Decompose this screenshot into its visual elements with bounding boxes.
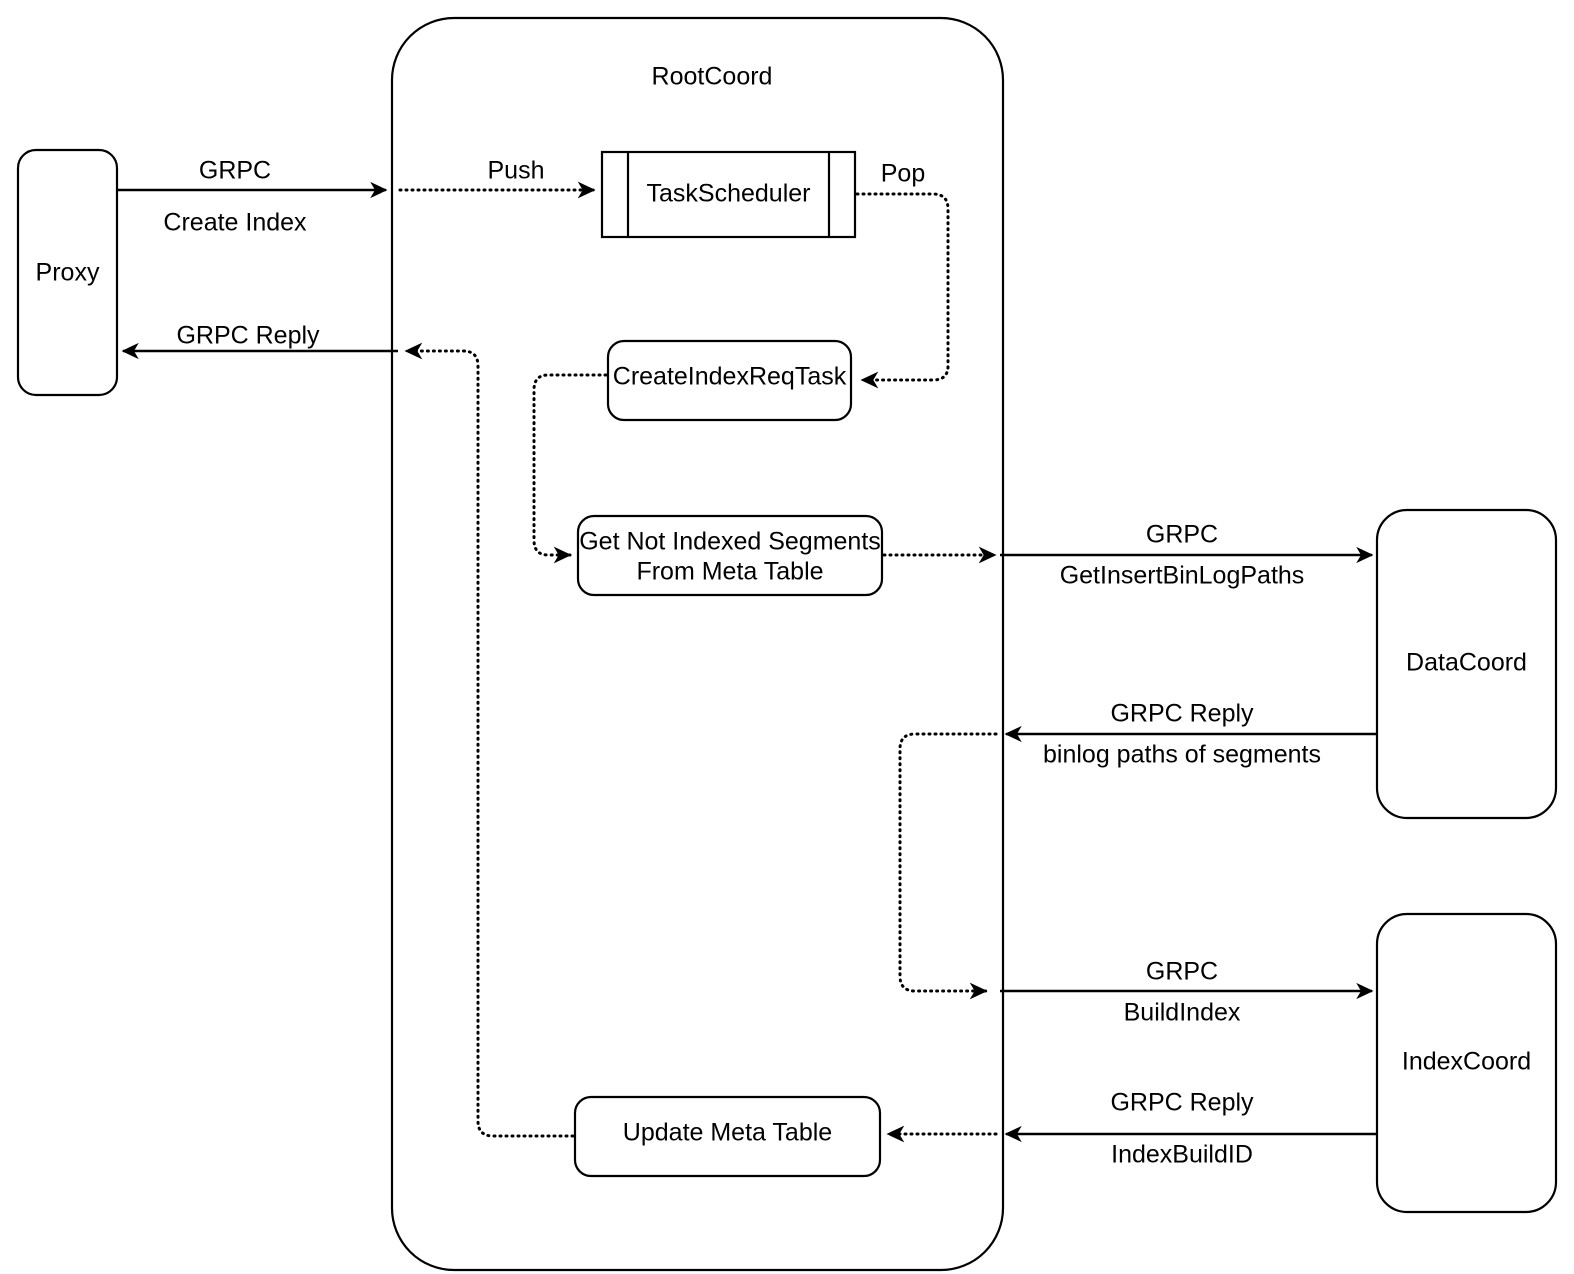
edge-internal-binlog-to-buildindex xyxy=(898,732,998,1000)
proxy-shape xyxy=(16,148,119,397)
task-scheduler-label: TaskScheduler xyxy=(647,180,811,208)
node-create-index-req-task[interactable]: CreateIndexReqTask xyxy=(606,339,853,422)
edge-indexcoord-to-rootcoord-label-1: GRPC Reply xyxy=(1110,1089,1254,1117)
node-indexcoord[interactable]: IndexCoord xyxy=(1375,912,1558,1214)
datacoord-label: DataCoord xyxy=(1406,649,1527,677)
edge-push-label: Push xyxy=(488,157,545,185)
edge-rootcoord-to-proxy: GRPC Reply xyxy=(121,322,398,360)
update-meta-table-label: Update Meta Table xyxy=(623,1119,832,1147)
node-proxy[interactable]: Proxy xyxy=(16,148,119,397)
edge-datacoord-to-rootcoord-label-1: GRPC Reply xyxy=(1110,700,1254,728)
indexcoord-shape xyxy=(1375,912,1558,1214)
edge-rootcoord-to-indexcoord: GRPC BuildIndex xyxy=(1000,958,1374,1027)
rootcoord-container[interactable]: RootCoord xyxy=(390,16,1005,1272)
edge-datacoord-to-rootcoord-label-2: binlog paths of segments xyxy=(1043,741,1321,769)
edge-task-to-get-segments xyxy=(532,373,608,564)
node-update-meta-table[interactable]: Update Meta Table xyxy=(573,1095,882,1178)
edge-pop-label: Pop xyxy=(881,160,925,188)
get-not-indexed-segments-label-line1: Get Not Indexed Segments xyxy=(579,528,881,556)
node-datacoord[interactable]: DataCoord xyxy=(1375,508,1558,820)
edge-rootcoord-to-datacoord-label-1: GRPC xyxy=(1146,521,1218,549)
proxy-label: Proxy xyxy=(36,259,100,287)
edge-pop: Pop xyxy=(855,160,950,389)
edge-push: Push xyxy=(398,157,596,199)
edge-rootcoord-to-datacoord-label-2: GetInsertBinLogPaths xyxy=(1060,562,1305,590)
edge-indexcoord-to-rootcoord: GRPC Reply IndexBuildID xyxy=(1004,1089,1377,1169)
edge-indexcoord-to-rootcoord-label-2: IndexBuildID xyxy=(1111,1141,1253,1169)
task-scheduler-shape xyxy=(600,150,857,239)
update-meta-table-shape xyxy=(573,1095,882,1178)
edge-datacoord-to-rootcoord: GRPC Reply binlog paths of segments xyxy=(1004,700,1377,769)
node-get-not-indexed-segments[interactable]: Get Not Indexed Segments From Meta Table xyxy=(576,514,884,597)
edge-proxy-to-rootcoord: GRPC Create Index xyxy=(117,157,388,237)
datacoord-shape xyxy=(1375,508,1558,820)
edge-proxy-to-rootcoord-label-1: GRPC xyxy=(199,157,271,185)
create-index-req-task-label: CreateIndexReqTask xyxy=(613,363,847,391)
get-not-indexed-segments-shape xyxy=(576,514,884,597)
edge-rootcoord-to-datacoord: GRPC GetInsertBinLogPaths xyxy=(1000,521,1374,590)
indexcoord-label: IndexCoord xyxy=(1402,1048,1531,1076)
edge-update-meta-table-to-reply-line xyxy=(404,342,575,1138)
edge-rootcoord-to-indexcoord-label-1: GRPC xyxy=(1146,958,1218,986)
edge-pop-line xyxy=(855,192,950,389)
edge-proxy-to-rootcoord-label-2: Create Index xyxy=(163,209,307,237)
edge-internal-binlog-to-buildindex-line xyxy=(898,732,998,1000)
rootcoord-label: RootCoord xyxy=(652,63,773,91)
edge-update-meta-table-to-reply xyxy=(404,342,575,1138)
rootcoord-container-shape xyxy=(390,16,1005,1272)
edge-task-to-get-segments-line xyxy=(532,373,608,564)
get-not-indexed-segments-label-line2: From Meta Table xyxy=(636,558,823,586)
create-index-req-task-shape xyxy=(606,339,853,422)
edge-rootcoord-to-proxy-label: GRPC Reply xyxy=(176,322,320,350)
node-task-scheduler[interactable]: TaskScheduler xyxy=(600,150,857,239)
edge-rootcoord-to-indexcoord-label-2: BuildIndex xyxy=(1124,999,1241,1027)
